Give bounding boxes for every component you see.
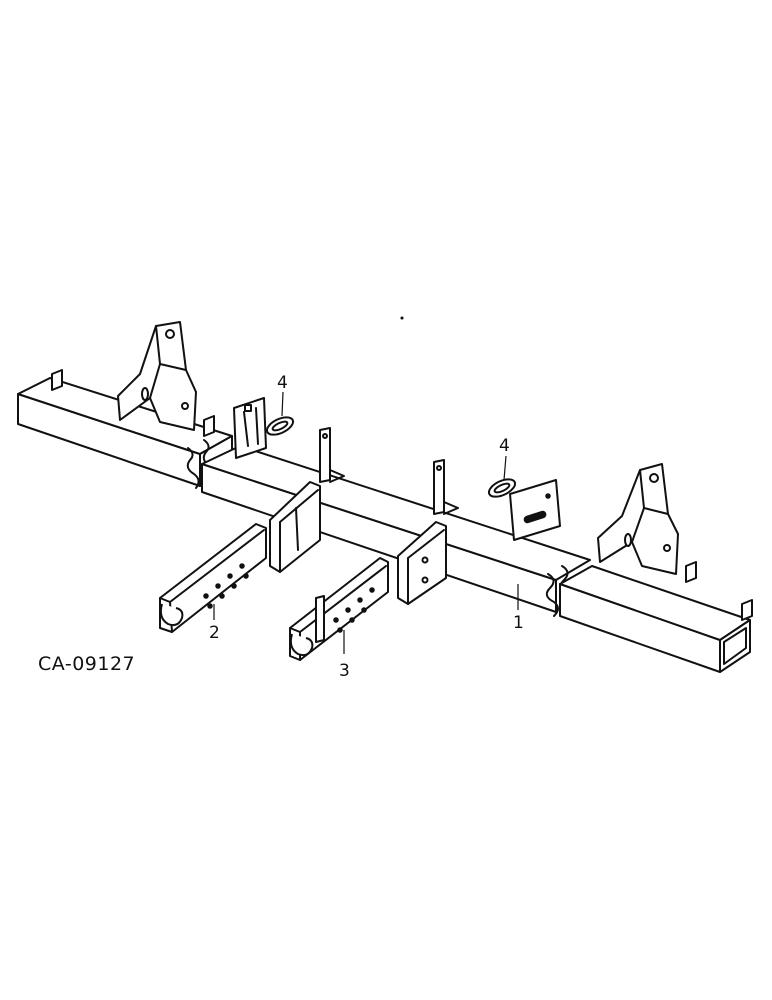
leader-lines	[213, 391, 519, 654]
drawing-code: CA-09127	[38, 653, 135, 675]
slotted-washer-right	[487, 478, 517, 498]
left-hitch-bracket	[51, 321, 215, 437]
right-hitch-bracket	[597, 463, 753, 621]
part-2-clamp-plate	[159, 523, 267, 633]
upright-post-left	[319, 427, 345, 483]
slotted-washer-left	[265, 416, 295, 436]
mounting-plate-left	[233, 397, 267, 459]
mounting-plate-right	[509, 479, 561, 541]
upright-post-right	[433, 459, 459, 515]
callout-4-right: 4	[499, 436, 510, 456]
part-3-clamp-plate	[289, 557, 389, 661]
callout-4-left: 4	[277, 373, 288, 393]
stray-mark	[400, 316, 404, 320]
callout-3: 3	[339, 661, 350, 681]
angle-bracket-right	[397, 521, 447, 605]
angle-bracket-left	[269, 481, 321, 573]
callout-1: 1	[513, 613, 524, 633]
callout-2: 2	[209, 623, 220, 643]
